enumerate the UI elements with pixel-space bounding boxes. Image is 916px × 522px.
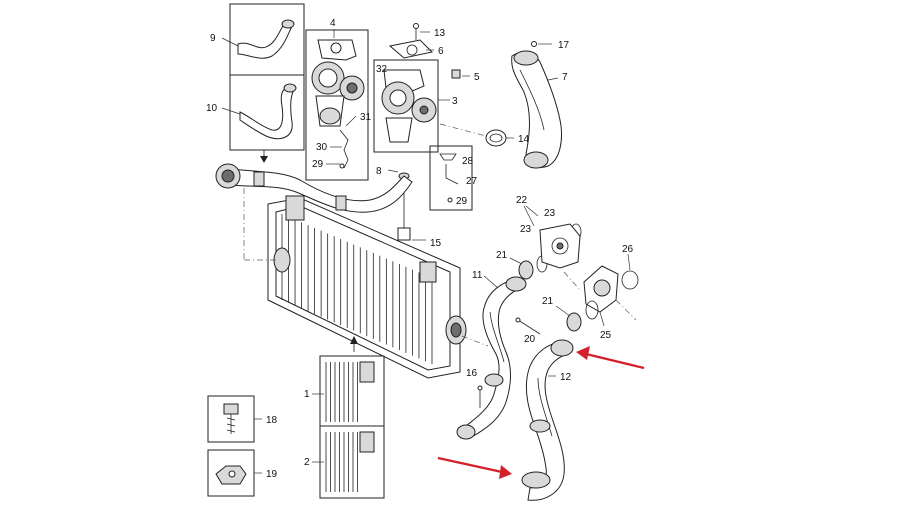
- connectors-right: 21 23 23 22 21 20 25 26: [496, 195, 639, 345]
- turbocharger-assembly-right: 32 3 28 27 29: [373, 59, 478, 211]
- intercooler-1: [243, 188, 467, 379]
- callout-1: 1: [304, 389, 310, 400]
- callout-8: 8: [376, 166, 382, 177]
- callout-31: 31: [360, 112, 372, 123]
- callout-22: 22: [516, 195, 528, 206]
- callout-21-upper: 21: [496, 250, 508, 261]
- callout-26: 26: [622, 244, 634, 255]
- callout-19: 19: [266, 469, 278, 480]
- callout-9: 9: [210, 33, 216, 44]
- callout-11: 11: [472, 270, 483, 281]
- callout-25: 25: [600, 330, 612, 341]
- callout-18: 18: [266, 415, 278, 426]
- clamp-14: 14: [439, 123, 530, 147]
- callout-20: 20: [524, 334, 536, 345]
- callout-28: 28: [462, 156, 474, 167]
- highlight-arrowhead-upper: [576, 346, 590, 360]
- callout-6: 6: [438, 46, 444, 57]
- callout-23-right: 23: [544, 208, 556, 219]
- upper-charge-hose: [215, 163, 413, 213]
- callout-14: 14: [518, 134, 530, 145]
- charge-hose-12: 12: [521, 339, 574, 501]
- highlight-arrow-lower: [437, 456, 503, 474]
- intercooler-variant-2: [325, 432, 358, 492]
- callout-29-right: 29: [456, 196, 468, 207]
- callout-21-lower: 21: [542, 296, 554, 307]
- callout-12: 12: [560, 372, 572, 383]
- callout-2: 2: [304, 457, 310, 468]
- callout-15: 15: [430, 238, 442, 249]
- callout-4: 4: [330, 18, 336, 29]
- turbocharger-assembly-left: 31 30 29 4: [305, 18, 372, 181]
- callout-3: 3: [452, 96, 458, 107]
- fastener-insets: 18 19: [207, 395, 278, 497]
- highlight-arrows: [437, 346, 645, 479]
- callout-17: 17: [558, 40, 570, 51]
- callout-27: 27: [466, 176, 478, 187]
- callout-23-left: 23: [520, 224, 532, 235]
- inset-hose-variants: 9 10: [206, 3, 305, 163]
- highlight-arrowhead-lower: [499, 465, 512, 479]
- inset-intercooler-variants: 1 2: [304, 355, 385, 499]
- callout-29-left: 29: [312, 159, 324, 170]
- intake-pipe-7: 17 7: [511, 40, 570, 169]
- intercooler-variant-1: [325, 362, 358, 422]
- small-parts-top: 13 6 5: [388, 23, 480, 83]
- callout-10: 10: [206, 103, 218, 114]
- inset-pointer: [350, 336, 358, 352]
- sensor-15: 8 15: [376, 166, 442, 249]
- highlight-arrow-upper: [585, 352, 645, 370]
- callout-13: 13: [434, 28, 446, 39]
- callout-5: 5: [474, 72, 480, 83]
- callout-32: 32: [376, 64, 388, 75]
- callout-7: 7: [562, 72, 568, 83]
- callout-30: 30: [316, 142, 328, 153]
- charge-hose-11: 11 16: [456, 270, 527, 440]
- callout-16: 16: [466, 368, 478, 379]
